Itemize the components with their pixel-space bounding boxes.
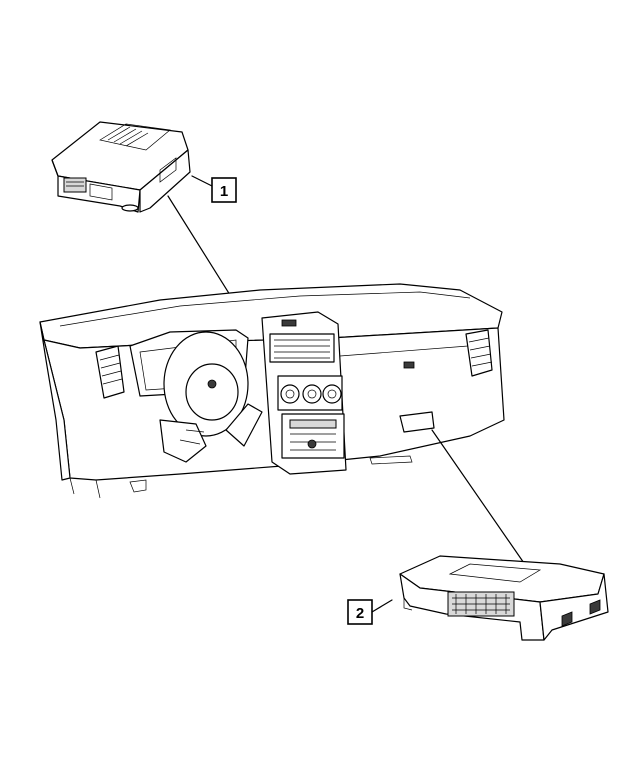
control-module-1[interactable] — [51, 121, 191, 213]
callout-2[interactable]: 2 — [347, 599, 393, 625]
callout-1[interactable]: 1 — [191, 175, 237, 203]
control-module-2[interactable] — [399, 555, 609, 641]
leader-line-2 — [431, 429, 527, 567]
instrument-panel — [39, 283, 505, 499]
callout-1-label: 1 — [220, 183, 228, 200]
callout-2-label: 2 — [356, 605, 364, 622]
